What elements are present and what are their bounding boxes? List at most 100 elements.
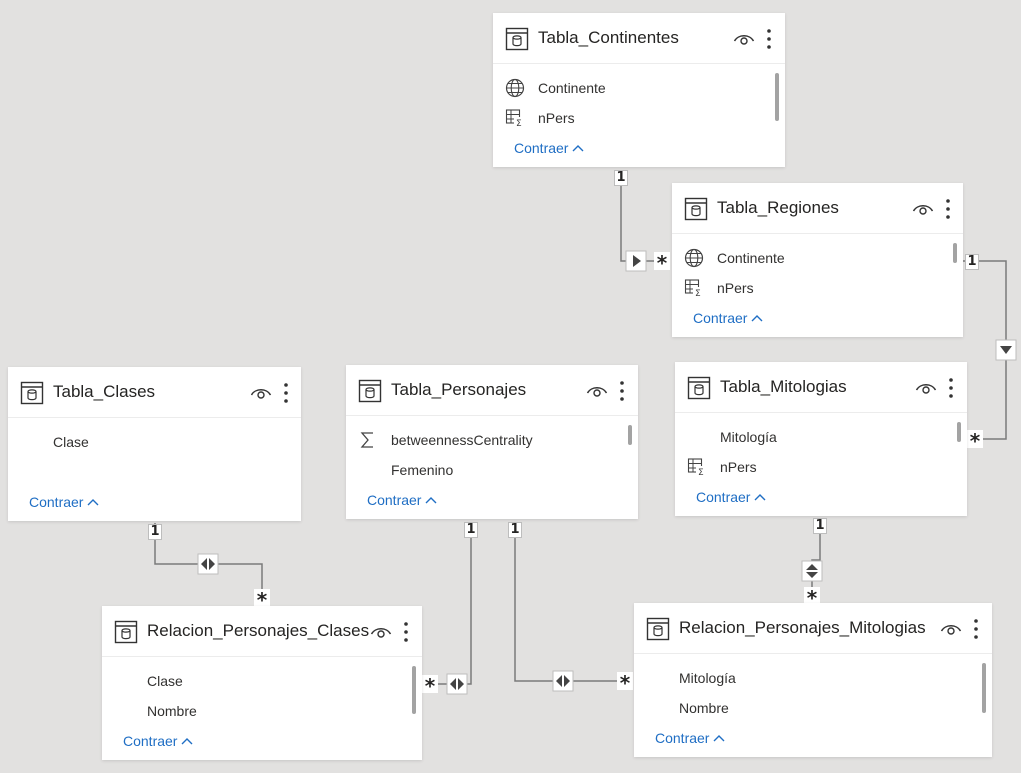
collapse-button[interactable]: Contraer [655,730,725,746]
cardinality-one: 1 [614,170,628,186]
field-label: Mitología [720,429,777,445]
field-row[interactable]: Nombre [634,693,992,723]
field-row[interactable]: Nombre [102,696,422,726]
chevron-up-icon [425,497,437,504]
field-label: nPers [717,280,754,296]
more-vertical-icon[interactable] [765,27,773,51]
field-label: Continente [538,80,606,96]
collapse-button[interactable]: Contraer [696,489,766,505]
scrollbar[interactable] [412,666,416,714]
eye-icon[interactable] [586,383,608,399]
table-card-personajes[interactable]: Tabla_Personajes betweennessCentrality F… [346,365,638,519]
filter-arrow-single-down [995,339,1017,361]
card-header[interactable]: Tabla_Clases [8,367,301,418]
table-title: Tabla_Mitologias [720,377,847,396]
cardinality-one: 1 [813,518,827,534]
scrollbar[interactable] [953,243,957,263]
card-header[interactable]: Tabla_Continentes [493,13,785,64]
field-row[interactable]: Σ nPers [675,452,967,482]
collapse-button[interactable]: Contraer [693,310,763,326]
cardinality-one: 1 [965,254,979,270]
eye-icon[interactable] [370,624,392,640]
field-row[interactable]: Mitología [675,422,967,452]
chevron-up-icon [572,145,584,152]
cardinality-many: * [422,675,438,697]
more-vertical-icon[interactable] [618,379,626,403]
more-vertical-icon[interactable] [282,381,290,405]
more-vertical-icon[interactable] [972,617,980,641]
globe-icon [505,78,525,98]
field-row[interactable]: betweennessCentrality [346,425,638,455]
field-row[interactable]: Continente [493,73,785,103]
eye-icon[interactable] [940,621,962,637]
relationship-line-continentes-regiones [620,178,662,262]
scrollbar[interactable] [775,73,779,121]
filter-arrow-both-horizontal [197,553,219,575]
card-header[interactable]: Tabla_Personajes [346,365,638,416]
collapse-label: Contraer [655,730,710,746]
table-icon [114,620,138,644]
chevron-up-icon [751,315,763,322]
field-row[interactable]: Σ nPers [672,273,963,303]
field-row[interactable]: Clase [8,427,301,457]
table-title: Tabla_Clases [53,382,156,401]
table-icon [358,379,382,403]
cardinality-many: * [617,672,633,694]
collapse-button[interactable]: Contraer [367,492,437,508]
cardinality-many: * [654,252,670,274]
card-header[interactable]: Relacion_Personajes_Clases [102,606,422,657]
chevron-up-icon [713,735,725,742]
card-header[interactable]: Relacion_Personajes_Mitologias [634,603,992,654]
more-vertical-icon[interactable] [947,376,955,400]
globe-icon [684,248,704,268]
scrollbar[interactable] [957,422,961,442]
more-vertical-icon[interactable] [944,197,952,221]
eye-icon[interactable] [733,31,755,47]
table-title: Tabla_Personajes [391,380,527,399]
more-vertical-icon[interactable] [402,620,410,644]
table-card-relacion-mitologias[interactable]: Relacion_Personajes_Mitologias Mitología… [634,603,992,757]
field-row[interactable]: Mitología [634,663,992,693]
cardinality-many: * [254,589,270,611]
eye-icon[interactable] [915,380,937,396]
field-label: nPers [538,110,575,126]
field-row[interactable]: Continente [672,243,963,273]
collapse-label: Contraer [514,140,569,156]
svg-text:Σ: Σ [698,468,704,477]
field-row[interactable]: Σ nPers [493,103,785,133]
scrollbar[interactable] [628,425,632,445]
calculated-column-icon: Σ [687,458,706,477]
cardinality-many: * [967,430,983,452]
calculated-column-icon: Σ [684,279,703,298]
sigma-icon [360,432,373,448]
field-label: Nombre [679,700,729,716]
eye-icon[interactable] [250,385,272,401]
table-icon [20,381,44,405]
collapse-label: Contraer [693,310,748,326]
table-card-mitologias[interactable]: Tabla_Mitologias Mitología Σ nPers Contr… [675,362,967,516]
table-title: Tabla_Continentes [538,28,679,47]
cardinality-one: 1 [464,522,478,538]
card-header[interactable]: Tabla_Mitologias [675,362,967,413]
collapse-label: Contraer [696,489,751,505]
collapse-button[interactable]: Contraer [123,733,193,749]
eye-icon[interactable] [912,201,934,217]
table-icon [505,27,529,51]
card-header[interactable]: Tabla_Regiones [672,183,963,234]
collapse-label: Contraer [123,733,178,749]
collapse-button[interactable]: Contraer [29,494,99,510]
chevron-up-icon [754,494,766,501]
field-label: Femenino [391,462,454,478]
field-row[interactable]: Clase [102,666,422,696]
collapse-button[interactable]: Contraer [514,140,584,156]
table-card-continentes[interactable]: Tabla_Continentes Continente Σ nPers Con… [493,13,785,167]
cardinality-many: * [804,587,820,609]
table-card-relacion-clases[interactable]: Relacion_Personajes_Clases Clase Nombre … [102,606,422,760]
relationship-line-personajes-relmitologias [514,530,626,682]
chevron-up-icon [181,738,193,745]
scrollbar[interactable] [982,663,986,713]
table-card-clases[interactable]: Tabla_Clases Clase Contraer [8,367,301,521]
table-card-regiones[interactable]: Tabla_Regiones Continente Σ nPers Contra… [672,183,963,337]
field-row[interactable]: Femenino [346,455,638,485]
